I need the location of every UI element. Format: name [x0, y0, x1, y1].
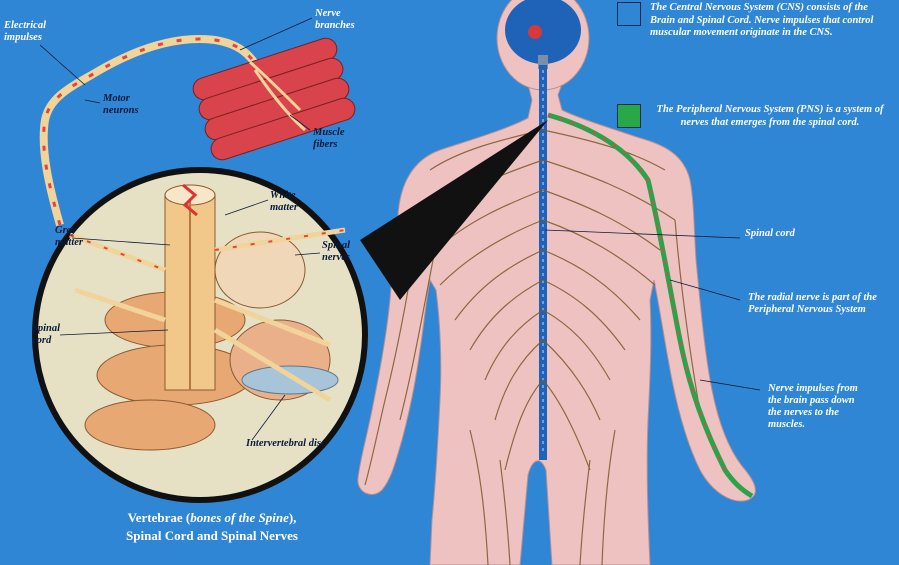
label-nerve-impulses: Nerve impulses from the brain pass down … [768, 383, 868, 431]
pns-legend-text: The Peripheral Nervous System (PNS) is a… [650, 104, 890, 129]
label-spinal-cord-inset: Spinal cord [32, 323, 72, 347]
label-muscle-fibers: Muscle fibers [313, 127, 363, 151]
label-electrical-impulses: Electrical impulses [4, 20, 59, 44]
label-motor-neurons: Motor neurons [103, 93, 158, 117]
caption-line2: Spinal Cord and Spinal Nerves [126, 528, 298, 543]
caption-line1-c: ), [289, 510, 297, 525]
pns-legend-swatch [617, 104, 641, 128]
caption-line1-b: bones of the Spine [190, 510, 289, 525]
label-gray-matter: Gray matter [55, 225, 95, 249]
caption-line1-a: Vertebrae ( [128, 510, 191, 525]
label-nerve-branches: Nerve branches [315, 8, 375, 32]
label-spinal-cord: Spinal cord [745, 228, 795, 240]
vertebrae-inset [35, 170, 365, 500]
label-white-matter: White matter [270, 190, 318, 214]
label-spinal-nerves: Spinal nerves [322, 240, 367, 264]
cns-legend-text: The Central Nervous System (CNS) consist… [650, 2, 895, 40]
label-radial-nerve: The radial nerve is part of the Peripher… [748, 292, 888, 316]
figure-caption: Vertebrae (bones of the Spine), Spinal C… [52, 509, 372, 545]
label-intervertebral-disc: Intervertebral disc [246, 438, 346, 450]
cns-legend-swatch [617, 2, 641, 26]
